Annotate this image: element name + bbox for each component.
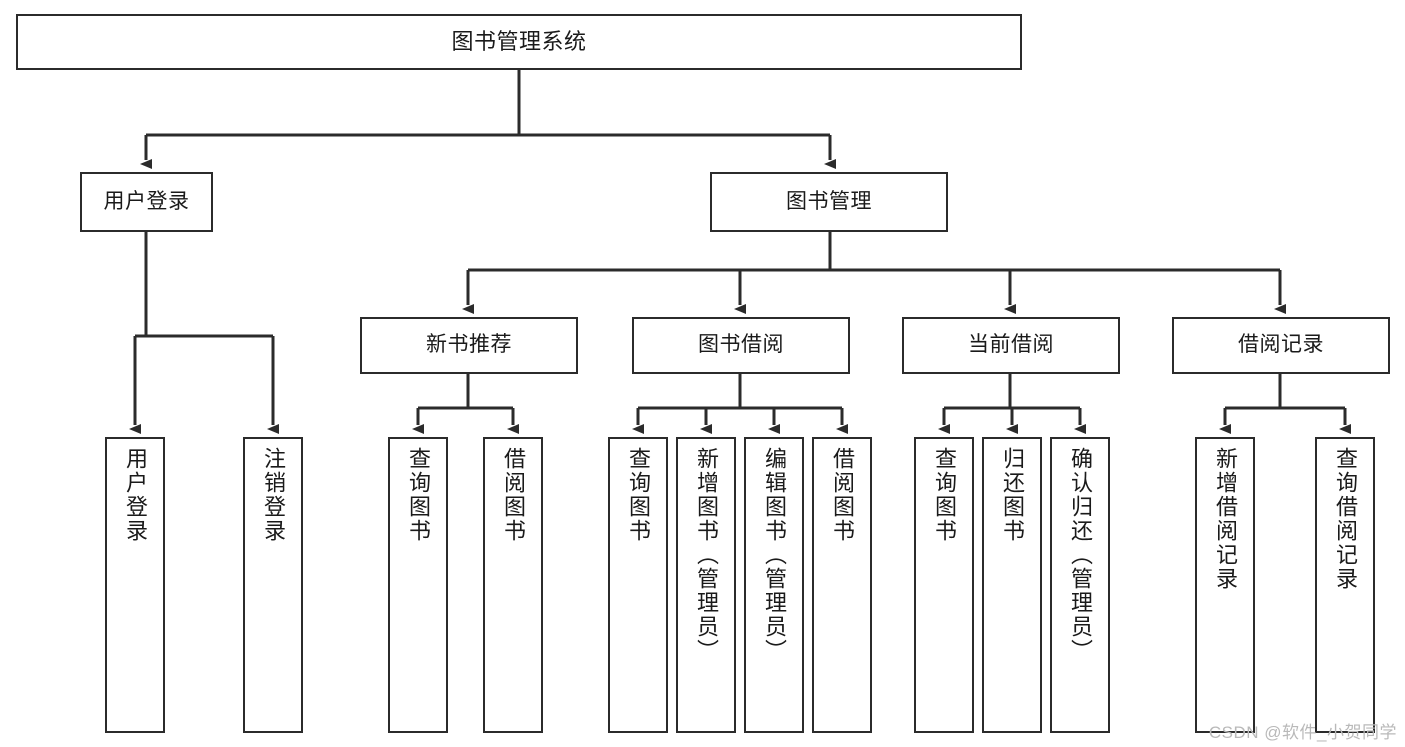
leaf-book-borrow-add[interactable]: 新增图书（管理员）: [676, 437, 736, 733]
node-label: 注销登录: [261, 447, 286, 543]
leaf-current-borrow-return[interactable]: 归还图书: [982, 437, 1042, 733]
node-label: 确认归还（管理员）: [1068, 447, 1093, 663]
node-label: 新增图书（管理员）: [694, 447, 719, 663]
node-label: 查询图书: [406, 447, 431, 543]
leaf-book-borrow-borrow[interactable]: 借阅图书: [812, 437, 872, 733]
node-user-login[interactable]: 用户登录: [80, 172, 213, 232]
node-new-book-recommend[interactable]: 新书推荐: [360, 317, 578, 374]
leaf-user-login-login[interactable]: 用户登录: [105, 437, 165, 733]
leaf-book-borrow-query[interactable]: 查询图书: [608, 437, 668, 733]
node-book-borrow[interactable]: 图书借阅: [632, 317, 850, 374]
node-label: 查询借阅记录: [1333, 447, 1358, 591]
leaf-borrow-record-add[interactable]: 新增借阅记录: [1195, 437, 1255, 733]
leaf-borrow-record-query[interactable]: 查询借阅记录: [1315, 437, 1375, 733]
node-label: 图书管理系统: [451, 29, 587, 55]
leaf-new-book-query[interactable]: 查询图书: [388, 437, 448, 733]
leaf-new-book-borrow[interactable]: 借阅图书: [483, 437, 543, 733]
node-label: 新书推荐: [426, 333, 512, 357]
node-label: 归还图书: [1000, 447, 1025, 543]
node-label: 查询图书: [932, 447, 957, 543]
leaf-book-borrow-edit[interactable]: 编辑图书（管理员）: [744, 437, 804, 733]
node-label: 借阅图书: [830, 447, 855, 543]
leaf-user-login-logout[interactable]: 注销登录: [243, 437, 303, 733]
node-label: 图书管理: [786, 189, 872, 213]
leaf-current-borrow-confirm[interactable]: 确认归还（管理员）: [1050, 437, 1110, 733]
node-label: 当前借阅: [968, 333, 1054, 357]
node-label: 借阅记录: [1238, 333, 1324, 357]
leaf-current-borrow-query[interactable]: 查询图书: [914, 437, 974, 733]
node-label: 用户登录: [123, 447, 148, 543]
node-label: 编辑图书（管理员）: [762, 447, 787, 663]
node-borrow-record[interactable]: 借阅记录: [1172, 317, 1390, 374]
node-label: 用户登录: [103, 189, 190, 213]
node-label: 查询图书: [626, 447, 651, 543]
node-book-management[interactable]: 图书管理: [710, 172, 948, 232]
node-label: 图书借阅: [698, 333, 784, 357]
node-current-borrow[interactable]: 当前借阅: [902, 317, 1120, 374]
node-root-library-system[interactable]: 图书管理系统: [16, 14, 1022, 70]
node-label: 新增借阅记录: [1213, 447, 1238, 591]
node-label: 借阅图书: [501, 447, 526, 543]
csdn-watermark: CSDN @软件_小贺同学: [1208, 723, 1397, 742]
